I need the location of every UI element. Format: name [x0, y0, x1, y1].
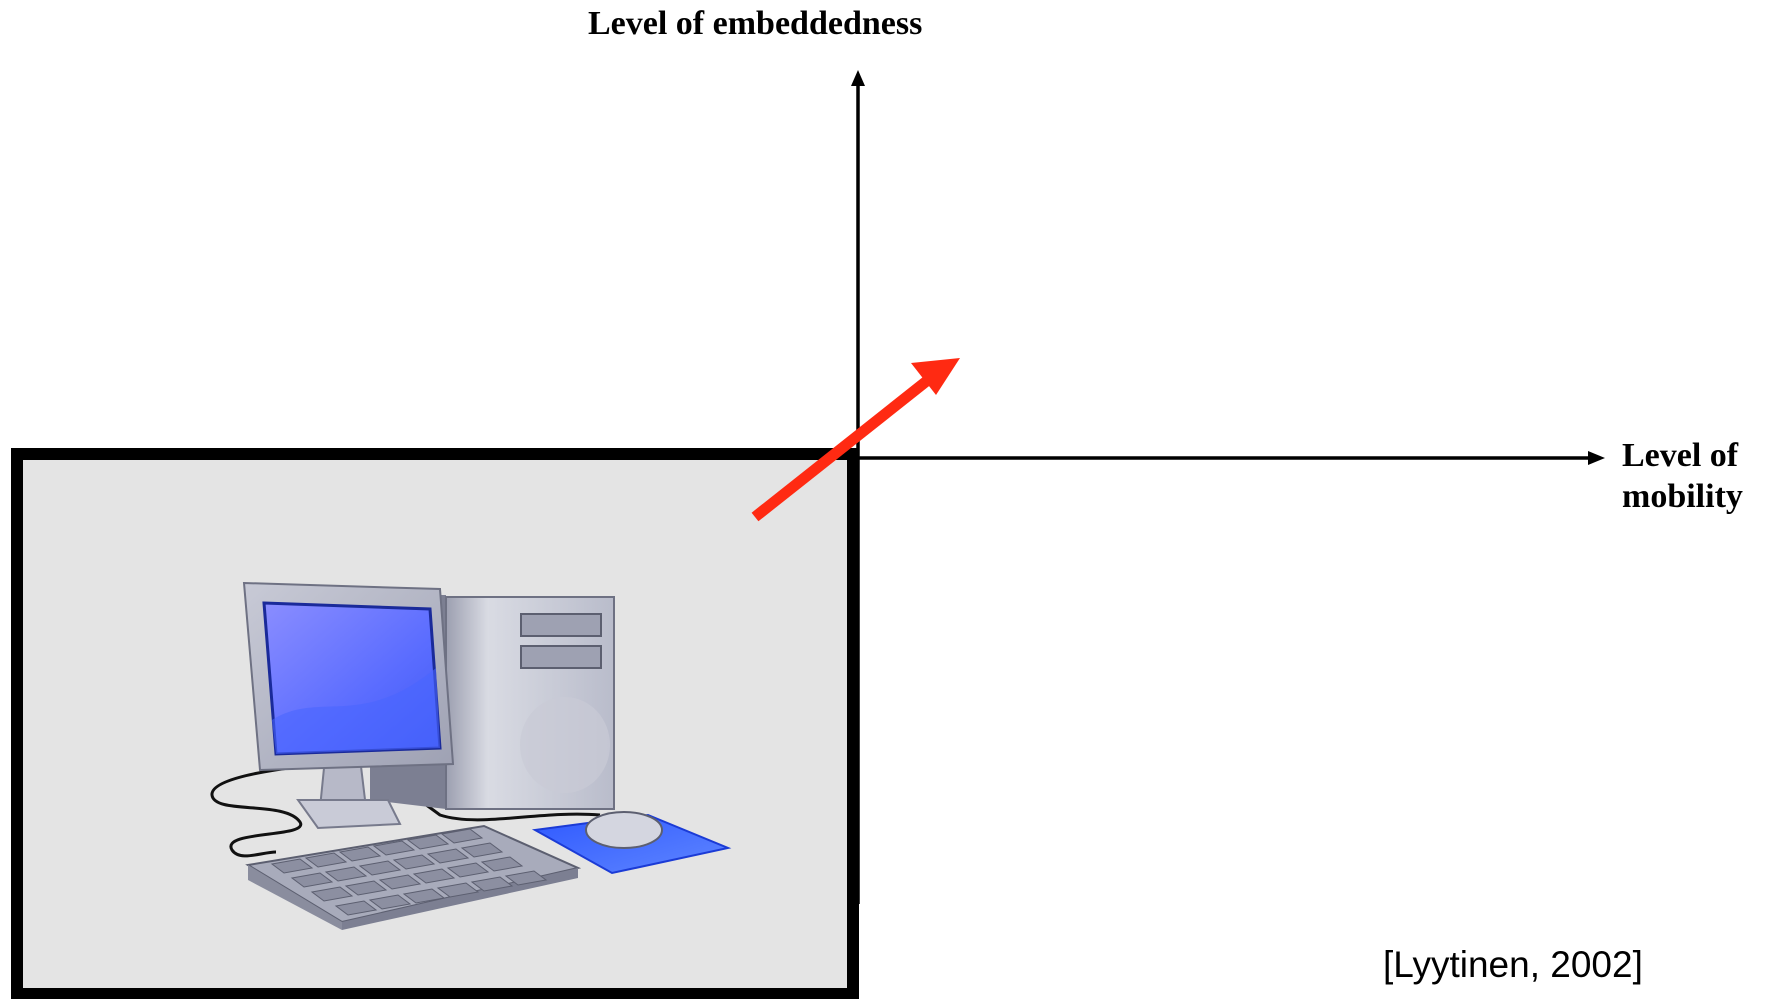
x-axis-label: Level of mobility: [1622, 436, 1771, 518]
x-axis-label-line1: Level of: [1622, 436, 1771, 477]
citation: [Lyytinen, 2002]: [1383, 944, 1643, 986]
x-axis-label-line2: mobility: [1622, 477, 1771, 518]
y-axis-label: Level of embeddedness: [588, 4, 922, 45]
x-axis-arrowhead: [1588, 451, 1605, 465]
y-axis-arrowhead: [851, 70, 865, 86]
